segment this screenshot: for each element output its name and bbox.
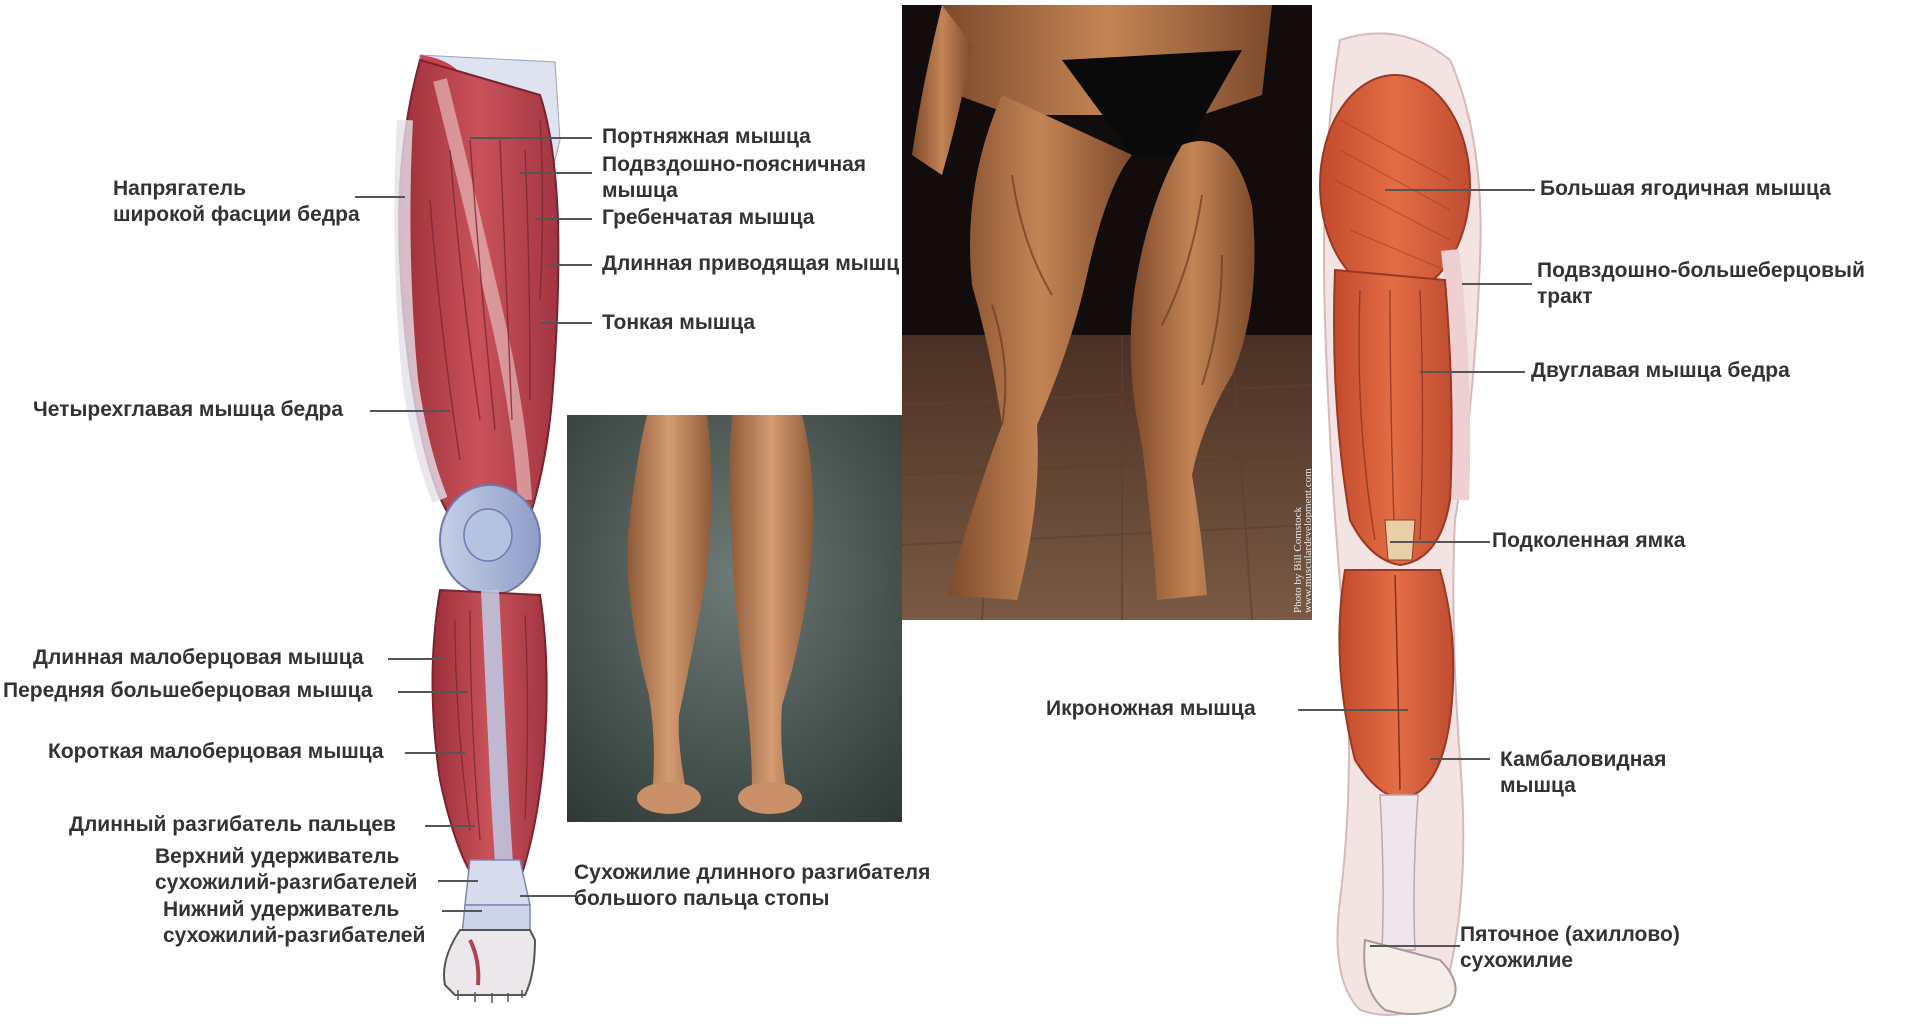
- label-extensor-digitorum: Длинный разгибатель пальцев: [69, 812, 396, 838]
- back-leg-illustration: [1300, 0, 1500, 1034]
- label-peroneus-longus: Длинная малоберцовая мышца: [33, 645, 364, 671]
- leader-line: [1298, 709, 1408, 711]
- label-line: Гребенчатая мышца: [602, 205, 814, 231]
- label-line: мышца: [1500, 773, 1666, 799]
- label-quadriceps: Четырехглавая мышца бедра: [33, 397, 343, 423]
- label-achilles-tendon: Пяточное (ахиллово) сухожилие: [1460, 922, 1680, 974]
- label-popliteal-fossa: Подколенная ямка: [1492, 528, 1685, 554]
- label-line: большого пальца стопы: [574, 886, 946, 912]
- label-line: Длинная малоберцовая мышца: [33, 645, 364, 671]
- calves-photo: [567, 415, 902, 822]
- leader-line: [1420, 371, 1525, 373]
- label-soleus: Камбаловидная мышца: [1500, 747, 1666, 799]
- leader-line: [520, 895, 575, 897]
- label-pectineus: Гребенчатая мышца: [602, 205, 814, 231]
- label-line: Двуглавая мышца бедра: [1531, 358, 1790, 384]
- leader-line: [1390, 541, 1490, 543]
- leader-line: [398, 691, 468, 693]
- bodybuilder-photo-drawing: [902, 5, 1312, 620]
- label-gastrocnemius: Икроножная мышца: [1046, 696, 1256, 722]
- label-line: Большая ягодичная мышца: [1540, 176, 1831, 202]
- leader-line: [535, 218, 592, 220]
- leader-line: [370, 410, 450, 412]
- leader-line: [388, 658, 443, 660]
- label-line: Сухожилие длинного разгибателя: [574, 860, 946, 886]
- label-line: Передняя большеберцовая мышца: [3, 678, 373, 704]
- label-line: Нижний удерживатель: [163, 897, 425, 923]
- leader-line: [1462, 283, 1532, 285]
- label-sartorius: Портняжная мышца: [602, 124, 811, 150]
- label-line: Портняжная мышца: [602, 124, 811, 150]
- leader-line: [1430, 758, 1490, 760]
- label-line: Икроножная мышца: [1046, 696, 1256, 722]
- label-tensor-fasciae-latae: Напрягатель широкой фасции бедра: [113, 176, 360, 228]
- leader-line: [1385, 189, 1535, 191]
- leader-line: [470, 137, 592, 139]
- label-line: Длинный разгибатель пальцев: [69, 812, 396, 838]
- label-line: Короткая малоберцовая мышца: [48, 739, 384, 765]
- label-line: сухожилий-разгибателей: [155, 870, 417, 896]
- photo-credit-line2: www.musculardevelopment.com: [1302, 468, 1312, 613]
- label-line: Камбаловидная: [1500, 747, 1666, 773]
- label-peroneus-brevis: Короткая малоберцовая мышца: [48, 739, 384, 765]
- leader-line: [548, 264, 592, 266]
- label-line: мышца: [602, 178, 866, 204]
- calves-photo-drawing: [567, 415, 902, 822]
- leader-line: [425, 825, 475, 827]
- bodybuilder-photo: Photo by Bill Comstock www.musculardevel…: [902, 5, 1312, 620]
- label-gracilis: Тонкая мышца: [602, 310, 755, 336]
- label-line: Длинная приводящая мышца: [602, 251, 900, 277]
- label-line: Верхний удерживатель: [155, 844, 417, 870]
- label-inferior-retinaculum: Нижний удерживатель сухожилий-разгибател…: [163, 897, 425, 949]
- label-line: сухожилие: [1460, 948, 1680, 974]
- label-adductor-longus: Длинная приводящая мышца: [602, 251, 900, 277]
- label-gluteus-maximus: Большая ягодичная мышца: [1540, 176, 1831, 202]
- label-line: Четырехглавая мышца бедра: [33, 397, 343, 423]
- leader-line: [442, 910, 482, 912]
- label-it-tract: Подвздошно-большеберцовый тракт: [1537, 258, 1865, 310]
- label-hallucis-tendon: Сухожилие длинного разгибателя большого …: [574, 860, 946, 912]
- leader-line: [520, 172, 592, 174]
- leader-line: [1370, 945, 1460, 947]
- label-tibialis-anterior: Передняя большеберцовая мышца: [3, 678, 373, 704]
- label-line: Напрягатель: [113, 176, 360, 202]
- leader-line: [405, 752, 465, 754]
- label-line: Подвздошно-поясничная: [602, 152, 866, 178]
- label-line: Тонкая мышца: [602, 310, 755, 336]
- photo-credit-url: www.musculardevelopment.com: [1302, 468, 1312, 613]
- label-biceps-femoris: Двуглавая мышца бедра: [1531, 358, 1790, 384]
- label-line: сухожилий-разгибателей: [163, 923, 425, 949]
- leader-line: [540, 322, 592, 324]
- label-superior-retinaculum: Верхний удерживатель сухожилий-разгибате…: [155, 844, 417, 896]
- leader-line: [355, 196, 405, 198]
- label-iliopsoas: Подвздошно-поясничная мышца: [602, 152, 866, 204]
- leader-line: [438, 880, 478, 882]
- label-line: Подколенная ямка: [1492, 528, 1685, 554]
- label-line: широкой фасции бедра: [113, 202, 360, 228]
- label-line: тракт: [1537, 284, 1865, 310]
- label-line: Подвздошно-большеберцовый: [1537, 258, 1865, 284]
- label-line: Пяточное (ахиллово): [1460, 922, 1680, 948]
